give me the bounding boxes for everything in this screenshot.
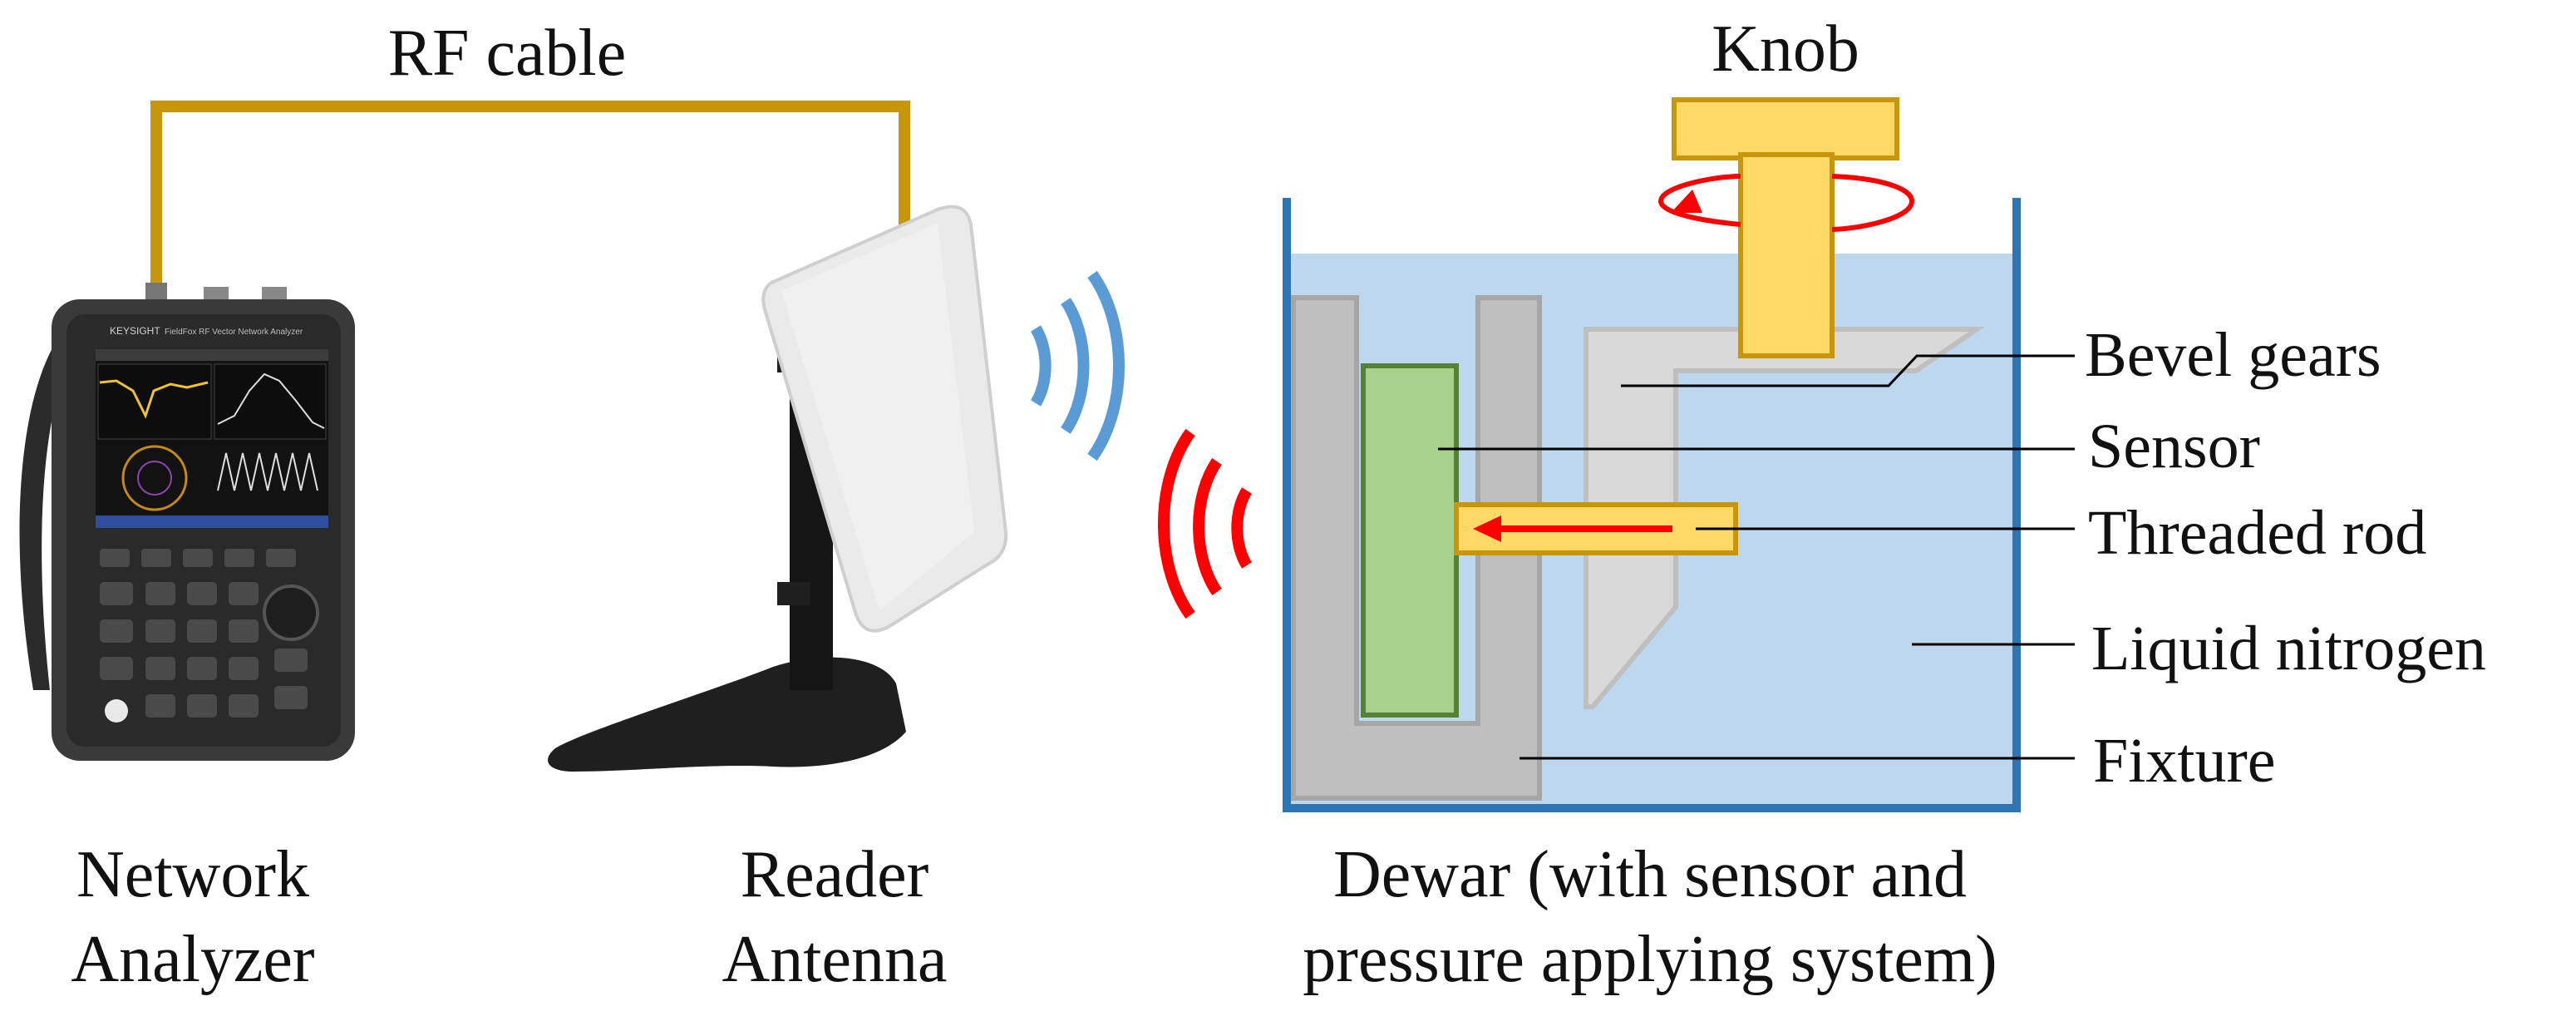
network-analyzer-label-line2: Analyzer — [71, 923, 314, 996]
knob — [1657, 97, 1915, 358]
rf-cable — [150, 101, 910, 308]
rf-cable-label: RF cable — [388, 17, 627, 90]
sensor — [1361, 363, 1459, 718]
rotation-arrow-front — [1831, 174, 1915, 232]
sensor-label: Sensor — [2088, 412, 2260, 481]
bevel-gears-leader — [1621, 354, 2075, 387]
fixture — [1291, 295, 1542, 801]
push-direction-arrow — [1473, 515, 1672, 542]
knob-top — [1672, 97, 1899, 160]
analyzer-dial — [263, 584, 319, 641]
threaded-rod-label: Threaded rod — [2088, 498, 2426, 568]
analyzer-strap — [19, 328, 79, 690]
analyzer-power-button — [105, 699, 128, 723]
analyzer-keypad — [100, 549, 308, 718]
dewar-wall — [1283, 198, 2021, 812]
analyzer-model: FieldFox RF Vector Network Analyzer — [165, 328, 303, 337]
rotation-arrowhead — [1671, 190, 1702, 213]
knob-shaft — [1738, 152, 1835, 358]
reader-antenna-label-line1: Reader — [741, 838, 929, 911]
knob-label: Knob — [1712, 12, 1859, 86]
dewar — [1283, 198, 2021, 812]
reader-antenna-label-line2: Antenna — [722, 923, 947, 996]
reader-antenna — [548, 205, 1008, 772]
network-analyzer: KEYSIGHT FieldFox RF Vector Network Anal… — [19, 283, 355, 761]
sensor-signal-waves — [1158, 428, 1253, 619]
fixture-label: Fixture — [2093, 726, 2276, 796]
analyzer-brand: KEYSIGHT — [110, 325, 160, 337]
network-analyzer-label-line1: Network — [76, 838, 309, 911]
antenna-signal-waves — [1030, 270, 1125, 461]
rotation-arrow-back — [1657, 174, 1741, 227]
bevel-gears-label: Bevel gears — [2085, 320, 2381, 390]
dewar-label-line1: Dewar (with sensor and — [1333, 838, 1967, 911]
antenna-base — [548, 657, 906, 772]
leader-lines — [1438, 354, 2075, 760]
dewar-label-line2: pressure applying system) — [1303, 923, 1997, 996]
liquid-nitrogen-label: Liquid nitrogen — [2091, 614, 2486, 683]
